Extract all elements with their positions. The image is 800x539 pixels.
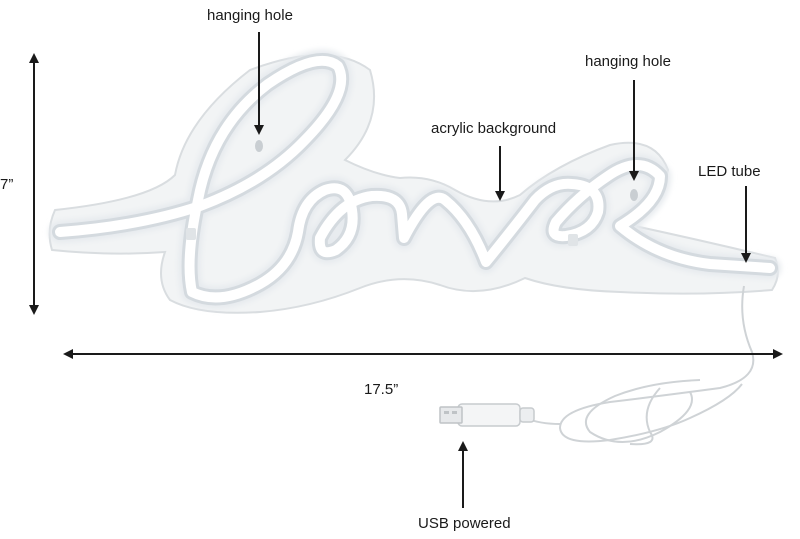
mount-tab-left (186, 228, 196, 240)
led-tube (49, 49, 781, 309)
hanging-hole-left-label: hanging hole (207, 7, 293, 24)
acrylic-background-label: acrylic background (431, 120, 557, 137)
mount-tab-right (568, 234, 578, 246)
usb-plug (439, 403, 535, 427)
hanging-hole-right-label: hanging hole (585, 53, 671, 70)
led-tube-label: LED tube (698, 163, 761, 180)
width-dimension-label: 17.5” (364, 381, 399, 398)
usb-cable (524, 285, 755, 446)
hanging-hole-left-marker (255, 140, 263, 152)
height-dimension-label: 7” (0, 176, 14, 193)
usb-powered-label: USB powered (418, 515, 511, 532)
hanging-hole-right-marker (630, 189, 638, 201)
